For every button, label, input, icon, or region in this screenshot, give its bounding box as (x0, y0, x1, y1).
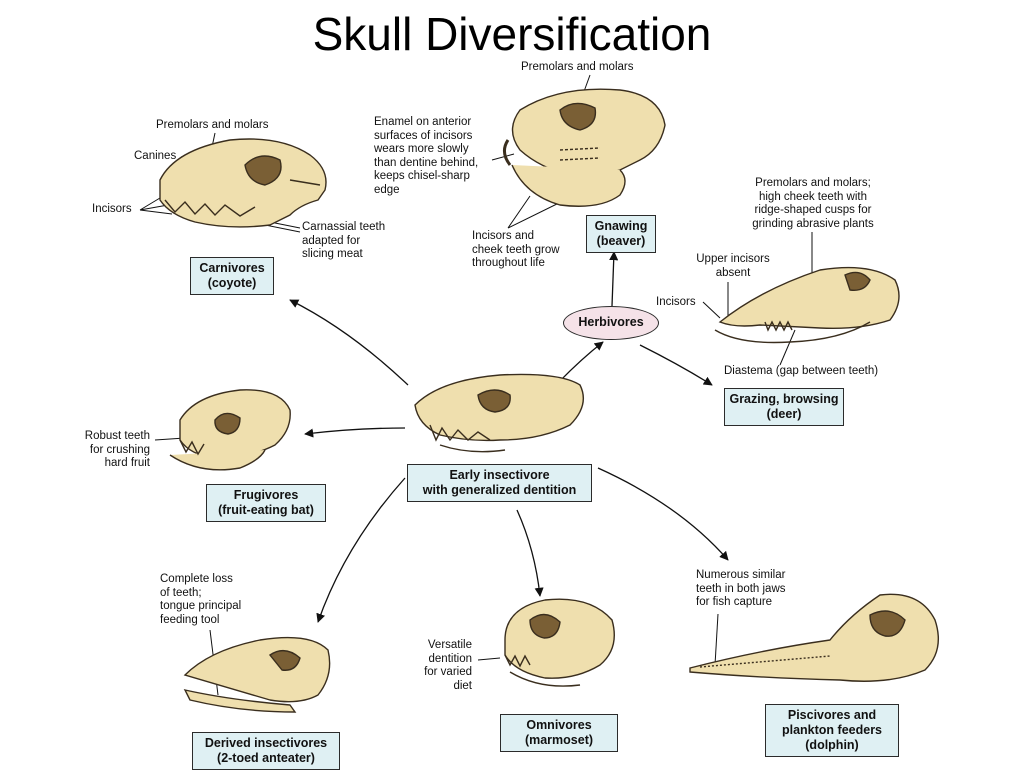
grazing-upper-incisors-label: Upper incisors absent (696, 253, 770, 279)
arrow-to-grazing (639, 344, 713, 386)
arrow-to-frugivores (304, 427, 406, 438)
gnawing-enamel-label: Enamel on anterior surfaces of incisors … (374, 116, 479, 196)
carnivores-carnassial-label: Carnassial teeth adapted for slicing mea… (302, 221, 386, 260)
arrow-to-derived (316, 477, 406, 623)
bat-skull (169, 389, 291, 471)
grazing-diastema-label: Diastema (gap between teeth) (724, 365, 879, 377)
piscivores-box: Piscivores and plankton feeders (dolphin… (765, 704, 899, 757)
omnivores-box: Omnivores (marmoset) (500, 714, 618, 752)
gnawing-premolars-label: Premolars and molars (521, 61, 634, 73)
anteater-skull (183, 636, 331, 713)
early-insectivore-box: Early insectivore with generalized denti… (407, 464, 592, 502)
marmoset-skull (504, 598, 615, 687)
grazing-incisors-label: Incisors (656, 296, 696, 308)
grazing-premolars-label: Premolars and molars; high cheek teeth w… (752, 177, 874, 230)
beaver-skull (503, 88, 666, 207)
carnivores-canines-label: Canines (134, 150, 177, 162)
derived-loss-label: Complete loss of teeth; tongue principal… (160, 573, 242, 626)
carnivores-incisors-label: Incisors (92, 203, 132, 215)
omnivores-versatile-label: Versatile dentition for varied diet (424, 639, 472, 692)
carnivores-box: Carnivores (coyote) (190, 257, 274, 295)
dolphin-skull (689, 593, 939, 682)
insectivore-skull (414, 373, 584, 453)
grazing-box: Grazing, browsing (deer) (724, 388, 844, 426)
page-title: Skull Diversification (312, 8, 712, 60)
arrow-to-carnivores (289, 299, 409, 386)
arrow-to-omnivores (516, 509, 544, 597)
carnivores-premolars-label: Premolars and molars (156, 119, 269, 131)
frugivores-robust-label: Robust teeth for crushing hard fruit (84, 430, 150, 469)
deer-skull (714, 266, 900, 344)
derived-insectivores-box: Derived insectivores (2-toed anteater) (192, 732, 340, 770)
arrow-to-gnawing (609, 251, 619, 307)
arrows (289, 251, 729, 623)
piscivores-numerous-label: Numerous similar teeth in both jaws for … (696, 569, 786, 608)
herbivores-oval: Herbivores (563, 306, 659, 340)
frugivores-box: Frugivores (fruit-eating bat) (206, 484, 326, 522)
arrow-to-piscivores (597, 467, 729, 561)
gnawing-box: Gnawing (beaver) (586, 215, 656, 253)
gnawing-incisors-label: Incisors and cheek teeth grow throughout… (472, 230, 560, 269)
coyote-skull (159, 138, 327, 228)
